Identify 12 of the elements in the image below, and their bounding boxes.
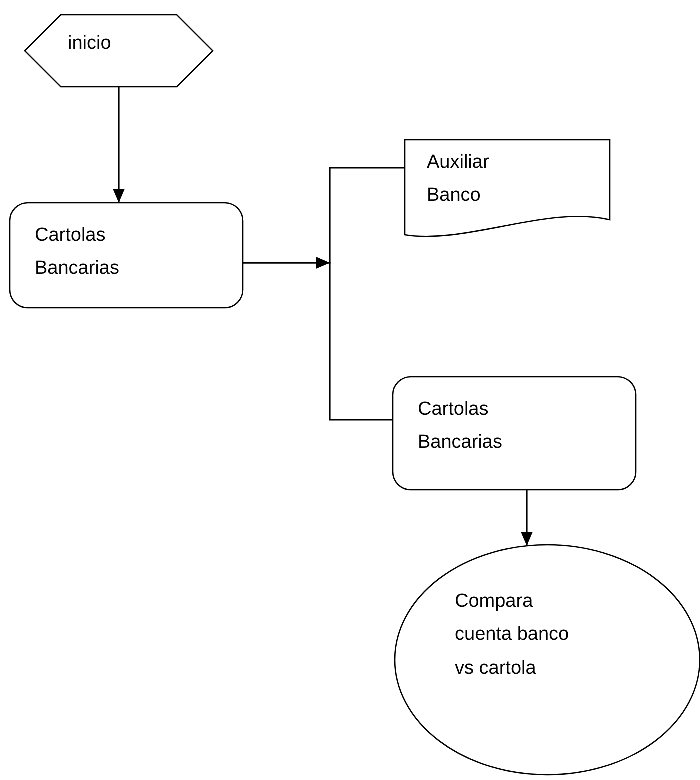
- node-text: Cartolas Bancarias: [35, 224, 120, 282]
- node-text: Auxiliar Banco: [427, 151, 490, 208]
- process-box: [10, 203, 243, 308]
- document-shape: [405, 140, 610, 240]
- arrow: [243, 257, 393, 421]
- process-box: [393, 377, 636, 490]
- node-text: inicio: [68, 32, 112, 56]
- arrow: [521, 490, 533, 546]
- node-text: Compara cuenta banco vs cartola: [455, 590, 570, 680]
- node-text: Cartolas Bancarias: [418, 398, 504, 456]
- arrow: [113, 87, 125, 203]
- start-hexagon: [25, 15, 213, 87]
